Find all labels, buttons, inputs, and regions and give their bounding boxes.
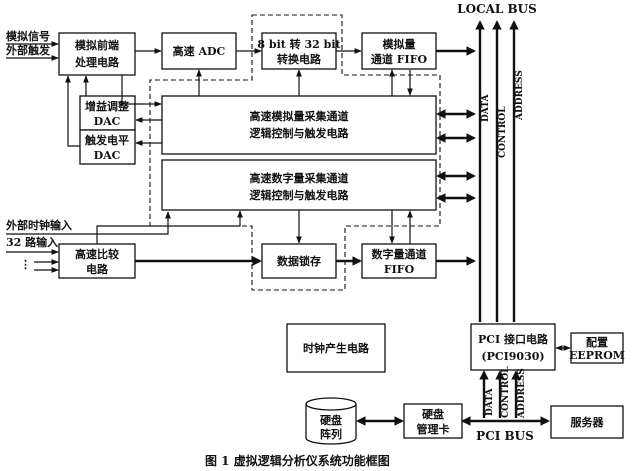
analog-fifo-block: 模拟量 通道 FIFO <box>361 32 437 70</box>
disk-manager-block: 硬盘 管理卡 <box>403 403 463 439</box>
analog-frontend-line1: 模拟前端 <box>75 38 119 52</box>
analog-frontend-line2: 处理电路 <box>74 55 120 69</box>
comparator-line1: 高速比较 <box>75 247 119 261</box>
analog-logic-line1: 高速模拟量采集通道 <box>250 109 349 123</box>
pci-interface-line2: (PCI9030) <box>481 350 544 363</box>
server-block: 服务器 <box>550 405 624 439</box>
pci-interface-block: PCI 接口电路 (PCI9030) <box>470 323 556 371</box>
gain-dac-line2: DAC <box>94 115 121 128</box>
digital-fifo-block: 数字量通道 FIFO <box>361 243 437 279</box>
figure-caption: 图 1 虚拟逻辑分析仪系统功能框图 <box>205 453 390 468</box>
bus-address-label: ADDRESS <box>515 70 525 121</box>
pci-address-label: ADDRESS <box>517 368 527 419</box>
input-dots: ⋮ <box>20 258 31 271</box>
frontend-trigger-to-logic <box>121 75 162 107</box>
pci-data-label: DATA <box>485 387 495 416</box>
analog-frontend-block: 模拟前端 处理电路 <box>58 32 136 76</box>
high-speed-adc-block: 高速 ADC <box>161 32 237 70</box>
digital-fifo-line1: 数字量通道 <box>372 247 427 261</box>
data-latch-label: 数据锁存 <box>277 254 321 268</box>
fpga-boundary <box>149 14 441 291</box>
comparator-block: 高速比较 电路 <box>58 243 136 279</box>
trigger-dac-line1: 触发电平 <box>84 133 129 147</box>
pci-interface-line1: PCI 接口电路 <box>478 332 549 346</box>
eeprom-line1: 配置 <box>586 335 608 349</box>
eeprom-line2: EEPROM <box>569 349 625 362</box>
digital-fifo-line2: FIFO <box>384 263 415 276</box>
trigger-dac-to-frontend <box>65 75 80 147</box>
clock-gen-block: 时钟产生电路 <box>286 323 386 373</box>
clock-to-logic-line <box>6 211 171 235</box>
bit-converter-line2: 转换电路 <box>277 52 322 66</box>
external-trigger-label: 外部触发 <box>5 43 51 57</box>
disk-array-block: 硬盘 阵列 <box>305 397 357 445</box>
digital-logic-line1: 高速数字量采集通道 <box>250 171 349 185</box>
disk-manager-line2: 管理卡 <box>417 422 450 436</box>
trigger-dac-line2: DAC <box>94 149 121 162</box>
bus-control-label: CONTROL <box>498 106 508 158</box>
pci-control-label: CONTROL <box>501 366 511 418</box>
bus-data-label: DATA <box>481 93 491 122</box>
pci-bus-label: PCI BUS <box>476 429 534 443</box>
analog-fifo-line2: 通道 FIFO <box>371 52 428 66</box>
high-speed-adc-label: 高速 ADC <box>173 44 226 58</box>
clock-gen-label: 时钟产生电路 <box>303 341 370 355</box>
disk-array-line1: 硬盘 <box>320 413 342 427</box>
channels-32-label: 32 路输入 <box>6 235 58 249</box>
analog-logic-block: 高速模拟量采集通道 逻辑控制与触发电路 <box>161 95 437 155</box>
server-label: 服务器 <box>571 415 605 429</box>
data-latch-block: 数据锁存 <box>261 243 337 279</box>
digital-logic-block: 高速数字量采集通道 逻辑控制与触发电路 <box>161 159 437 211</box>
comparator-line2: 电路 <box>86 262 109 276</box>
analog-input-label: 模拟信号 <box>6 29 50 43</box>
eeprom-block: 配置 EEPROM <box>569 332 625 364</box>
gain-dac-line1: 增益调整 <box>85 99 129 113</box>
analog-fifo-line1: 模拟量 <box>383 37 416 51</box>
external-clock-label: 外部时钟输入 <box>5 218 72 232</box>
bit-converter-line1: 8 bit 转 32 bit <box>257 37 341 51</box>
gain-dac-block: 增益调整 DAC <box>79 95 136 131</box>
disk-array-line2: 阵列 <box>320 427 342 441</box>
digital-logic-line2: 逻辑控制与触发电路 <box>250 188 350 202</box>
local-bus-label: LOCAL BUS <box>457 2 537 16</box>
analog-logic-line2: 逻辑控制与触发电路 <box>250 126 350 140</box>
bit-converter-block: 8 bit 转 32 bit 转换电路 <box>257 32 342 70</box>
comparator-to-logic <box>96 210 243 244</box>
disk-manager-line1: 硬盘 <box>422 407 444 421</box>
trigger-dac-block: 触发电平 DAC <box>79 129 136 165</box>
